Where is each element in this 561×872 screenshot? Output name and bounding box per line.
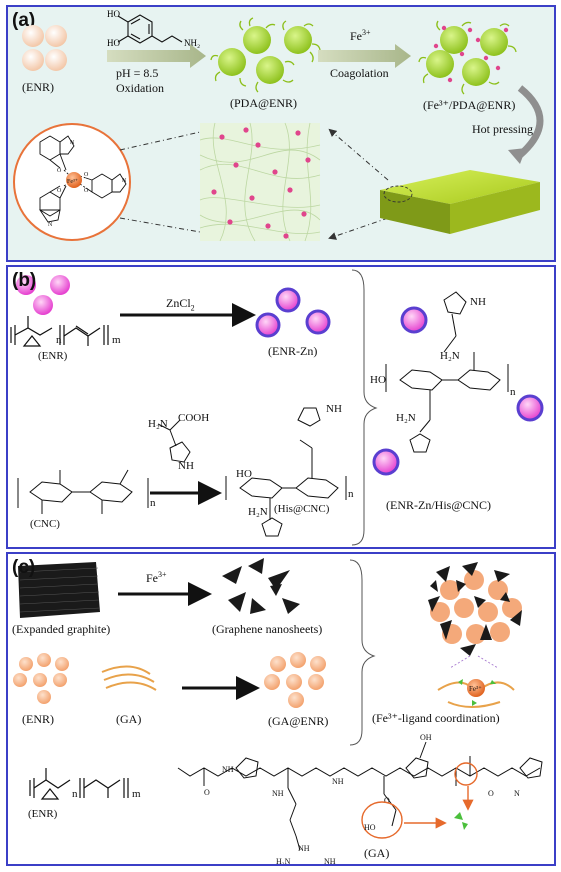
svg-text:N: N [70, 140, 75, 146]
svg-text:O: O [84, 172, 89, 178]
label-n-b: n [56, 334, 62, 346]
label-nh-his: NH [178, 460, 194, 472]
label-n-c: n [72, 788, 78, 800]
svg-text:O: O [384, 796, 390, 805]
fe-center-label-c: Fe³⁺ [469, 685, 482, 693]
label-cooh: COOH [178, 412, 210, 424]
label-ga-struct: (GA) [364, 846, 390, 860]
svg-text:N: N [48, 222, 53, 228]
label-m-b: m [112, 334, 121, 346]
svg-text:O: O [488, 789, 494, 798]
label-fe3-c: Fe3+ [146, 570, 167, 585]
label-h2n-final-top: H₂N [440, 350, 460, 362]
dopamine-structure [117, 14, 183, 44]
ga-enr-particles [264, 652, 326, 708]
svg-text:O: O [84, 188, 89, 194]
svg-text:O: O [57, 168, 62, 174]
bracket-b [351, 269, 378, 546]
label-ga-enr: (GA@ENR) [268, 714, 329, 728]
label-n-his-cnc: n [348, 488, 354, 500]
label-zncl2: ZnCl2 [166, 296, 195, 313]
crosslinked-network [199, 122, 321, 242]
svg-text:H₂N: H₂N [276, 857, 291, 866]
label-nh-his-cnc: NH [326, 403, 342, 415]
label-h2n-his-cnc: H₂N [248, 506, 268, 518]
enr-structure-c [29, 768, 129, 800]
dopamine-nh2: NH₂ [184, 38, 200, 48]
svg-text:NH: NH [272, 789, 284, 798]
fe-ligand-network: Fe³⁺ [428, 562, 522, 708]
hot-pressing-arrow [517, 85, 544, 158]
graphene-nanosheets [222, 558, 300, 614]
pink-particles-b [16, 275, 70, 315]
label-enr-zn: (ENR-Zn) [268, 344, 318, 358]
svg-text:NH: NH [298, 844, 310, 853]
panel-b: (b) [6, 265, 556, 549]
panel-c-label: (c) [12, 557, 36, 578]
svg-text:HO: HO [364, 823, 376, 832]
fe-center-label: Fe³⁺ [67, 179, 78, 185]
enr-particles-c [13, 653, 69, 704]
label-enr-a: (ENR) [22, 80, 54, 94]
label-ga: (GA) [116, 712, 142, 726]
bracket-c [349, 559, 376, 746]
label-coordination: (Fe³⁺-ligand coordination) [372, 711, 500, 725]
enr-zn-particles [255, 287, 331, 338]
enr-particles [22, 25, 67, 71]
label-hot-pressing: Hot pressing [472, 122, 533, 136]
label-n-final: n [510, 386, 516, 398]
label-ho-his-cnc: HO [236, 468, 252, 480]
ga-fibers [101, 665, 157, 691]
svg-text:N: N [514, 789, 520, 798]
label-n-cnc: n [150, 497, 156, 509]
label-enr-b: (ENR) [38, 350, 68, 362]
ga-peptide-structure [177, 741, 543, 851]
label-enr-c2: (ENR) [28, 808, 58, 820]
label-graphene: (Graphene nanosheets) [212, 622, 323, 636]
fe-pda-enr-particles [418, 20, 517, 95]
label-enr-c: (ENR) [22, 712, 54, 726]
label-pda-enr: (PDA@ENR) [230, 96, 298, 110]
label-oxidation: Oxidation [116, 81, 164, 95]
histidine-structure [157, 419, 191, 463]
his-cnc-structure [225, 407, 347, 537]
enr-structure-b [10, 316, 109, 347]
process-arrow-coagulation [318, 44, 411, 68]
label-ho-final: HO [370, 374, 386, 386]
panel-c: (c) [6, 552, 556, 866]
svg-text:NH: NH [324, 857, 336, 866]
enr-zn-his-cnc-structure [372, 291, 544, 476]
label-expanded-graphite: (Expanded graphite) [12, 622, 111, 636]
cnc-structure [17, 469, 149, 514]
panel-b-label: (b) [12, 270, 37, 291]
svg-text:O: O [204, 788, 210, 797]
svg-text:N: N [122, 178, 127, 184]
label-his-cnc: (His@CNC) [274, 503, 330, 515]
label-coagulation: Coagolation [330, 66, 389, 80]
label-h2n-his: H₂N [148, 418, 168, 430]
label-fe3-a: Fe3+ [350, 28, 371, 43]
dopamine-ho-bottom: HO [107, 38, 120, 48]
svg-text:NH: NH [332, 777, 344, 786]
label-fe-pda-enr: (Fe³⁺/PDA@ENR) [423, 98, 516, 112]
process-arrow-oxidation [107, 44, 206, 68]
svg-text:NH: NH [222, 765, 234, 774]
pda-enr-particles [210, 17, 321, 93]
svg-text:O: O [57, 188, 62, 194]
dopamine-ho-top: HO [107, 9, 120, 19]
label-enr-zn-his-cnc: (ENR-Zn/His@CNC) [386, 498, 492, 512]
label-cnc: (CNC) [30, 518, 60, 530]
fe-coordination-complex: Fe³⁺ O O O O N N N [13, 123, 131, 241]
label-nh-final: NH [470, 296, 486, 308]
label-ph: pH = 8.5 [116, 66, 159, 80]
label-m-c: m [132, 788, 141, 800]
svg-text:OH: OH [420, 733, 432, 742]
expanded-graphite [18, 562, 101, 618]
pressed-rubber-block [380, 170, 540, 234]
label-h2n-final-bottom: H₂N [396, 412, 416, 424]
